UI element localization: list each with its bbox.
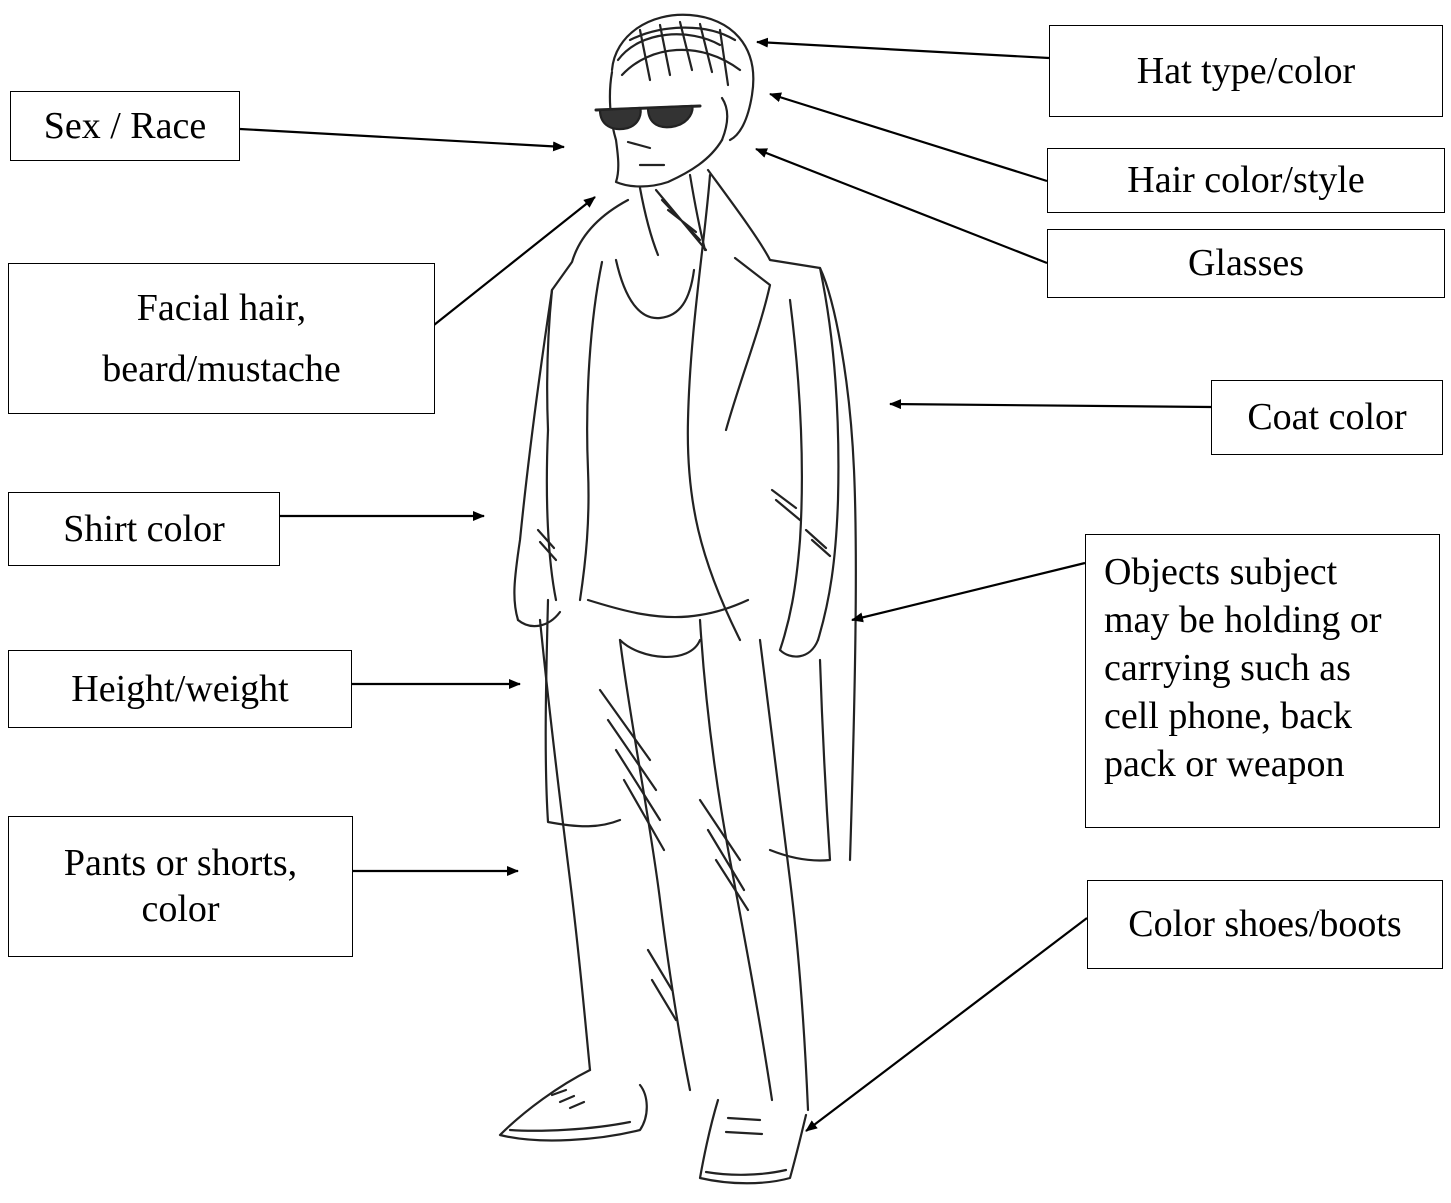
hat-label: Hat type/color bbox=[1137, 46, 1355, 96]
facial-hair-label-box: Facial hair, beard/mustache bbox=[8, 263, 435, 414]
glasses-label: Glasses bbox=[1188, 238, 1304, 288]
hat-label-box: Hat type/color bbox=[1049, 25, 1443, 117]
coat-leader-arrow bbox=[890, 404, 1211, 407]
sex-race-label: Sex / Race bbox=[44, 101, 207, 151]
pants-sketch bbox=[540, 620, 590, 1070]
shirt-label-box: Shirt color bbox=[8, 492, 280, 566]
shoes-leader-arrow bbox=[806, 918, 1087, 1131]
hair-label: Hair color/style bbox=[1127, 155, 1364, 205]
sex-race-label-box: Sex / Race bbox=[10, 91, 240, 161]
shirt-sketch bbox=[616, 260, 694, 318]
glasses-sketch bbox=[596, 106, 700, 129]
height-weight-label: Height/weight bbox=[71, 664, 288, 714]
coat-label: Coat color bbox=[1247, 392, 1406, 442]
facial-hair-label: Facial hair, beard/mustache bbox=[102, 278, 340, 400]
objects-leader-arrow bbox=[852, 563, 1085, 620]
hair-leader-arrow bbox=[770, 94, 1047, 181]
shoes-label: Color shoes/boots bbox=[1128, 899, 1401, 949]
coat-label-box: Coat color bbox=[1211, 380, 1443, 455]
sex-race-leader-arrow bbox=[240, 129, 564, 147]
glasses-leader-arrow bbox=[756, 149, 1047, 263]
facial-hair-leader-arrow bbox=[434, 197, 595, 325]
hat-leader-arrow bbox=[757, 42, 1049, 58]
pants-label-box: Pants or shorts, color bbox=[8, 816, 353, 957]
shoes-label-box: Color shoes/boots bbox=[1087, 880, 1443, 969]
shirt-label: Shirt color bbox=[63, 504, 224, 554]
glasses-label-box: Glasses bbox=[1047, 229, 1445, 298]
objects-label: Objects subject may be holding or carryi… bbox=[1104, 549, 1382, 788]
objects-label-box: Objects subject may be holding or carryi… bbox=[1085, 534, 1440, 828]
pants-label: Pants or shorts, color bbox=[64, 841, 297, 932]
height-weight-label-box: Height/weight bbox=[8, 650, 352, 728]
hair-label-box: Hair color/style bbox=[1047, 148, 1445, 213]
